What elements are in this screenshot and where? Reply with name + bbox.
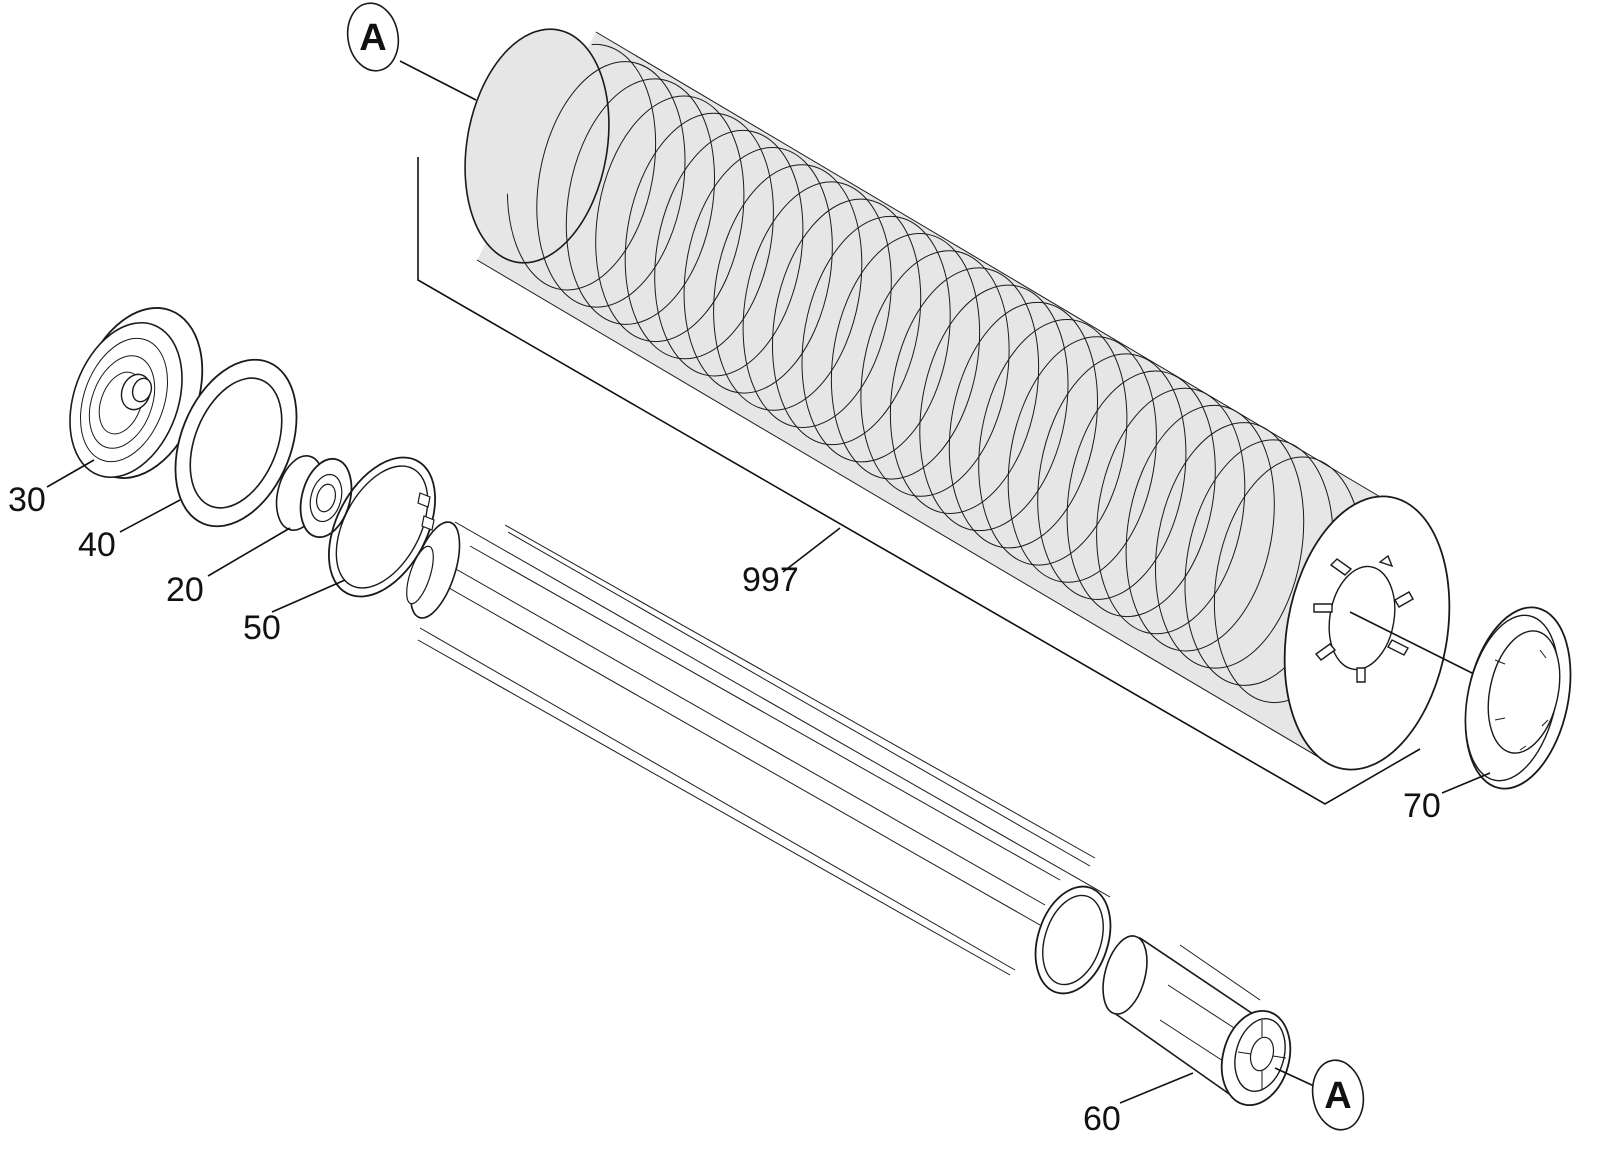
bearing-20 xyxy=(275,455,353,539)
roller-groove xyxy=(1007,336,1157,583)
roller-groove xyxy=(536,61,686,308)
leader-60 xyxy=(1119,1072,1194,1104)
leader-50 xyxy=(271,579,346,613)
leader-30 xyxy=(46,459,95,488)
splined-tube xyxy=(406,521,1112,995)
leader-997 xyxy=(782,527,841,573)
part-label-70: 70 xyxy=(1403,787,1441,825)
roller-groove xyxy=(948,301,1099,549)
axis-line-a xyxy=(1274,1067,1315,1087)
roller-grooves xyxy=(506,43,1364,704)
roller-groove xyxy=(978,319,1128,566)
roller-groove xyxy=(919,284,1069,532)
roller-groove xyxy=(1125,404,1275,652)
roller-groove xyxy=(1066,370,1216,618)
washer-40 xyxy=(174,358,298,528)
part-label-997: 997 xyxy=(742,561,799,599)
roller-groove xyxy=(830,233,981,480)
axis-line xyxy=(1349,611,1481,678)
roller-groove xyxy=(683,147,833,394)
roller-groove xyxy=(1037,353,1187,600)
svg-text:A: A xyxy=(1324,1075,1351,1117)
end-cap-30 xyxy=(69,307,204,479)
part-label-40: 40 xyxy=(78,526,116,564)
leader-70 xyxy=(1441,772,1491,794)
roller-groove xyxy=(595,95,745,343)
reference-a-top: A xyxy=(346,2,477,101)
roller-groove xyxy=(1096,387,1246,635)
roller-997 xyxy=(464,28,1451,771)
svg-text:A: A xyxy=(359,17,386,59)
drive-adapter-60 xyxy=(1102,935,1292,1107)
roller-groove xyxy=(654,129,804,377)
part-label-50: 50 xyxy=(243,609,281,647)
leader-20 xyxy=(207,527,291,577)
roller-groove xyxy=(565,78,716,325)
leader-40 xyxy=(119,499,181,533)
roller-groove xyxy=(624,112,774,360)
part-label-20: 20 xyxy=(166,571,204,609)
roller-groove xyxy=(742,181,892,428)
roller-groove xyxy=(860,250,1010,497)
roller-groove xyxy=(889,267,1040,514)
roller-groove xyxy=(771,198,922,446)
part-label-30: 30 xyxy=(8,481,46,519)
roller-groove xyxy=(1154,422,1305,669)
reference-a-bottom: A xyxy=(1311,1059,1365,1131)
part-label-60: 60 xyxy=(1083,1100,1121,1138)
roller-groove xyxy=(801,215,951,463)
roller-bracket-line xyxy=(417,157,1421,805)
spline-ring-70 xyxy=(1464,606,1572,790)
roller-groove xyxy=(713,164,863,411)
